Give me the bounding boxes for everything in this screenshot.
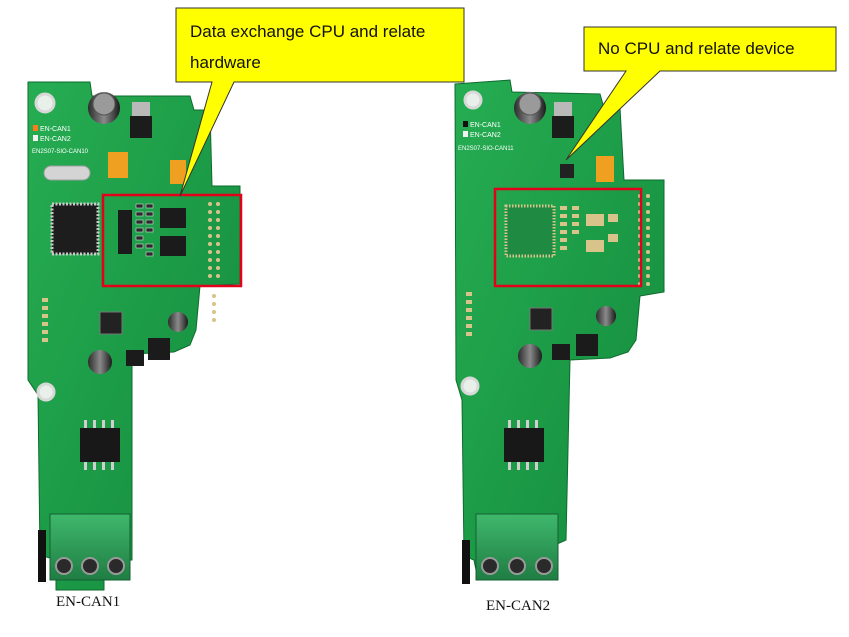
right-capacitor-low xyxy=(518,344,542,368)
right-small-chip xyxy=(560,164,574,178)
left-chip-a xyxy=(160,208,186,228)
left-tantalum-1 xyxy=(108,152,128,178)
left-silk-label-2: EN-CAN2 xyxy=(40,136,71,143)
left-header-pins xyxy=(208,202,220,322)
right-highlight-box xyxy=(493,187,643,288)
right-transistor xyxy=(552,344,570,360)
left-regulator xyxy=(130,116,152,138)
right-tantalum-1 xyxy=(596,156,614,182)
right-silk-part: EN2S07-SIO-CAN11 xyxy=(458,146,514,152)
right-regulator-tab xyxy=(554,102,572,116)
right-capacitor-mid xyxy=(596,306,616,326)
right-led-2 xyxy=(463,131,468,137)
right-terminal-screws xyxy=(481,557,553,575)
left-ground-clip xyxy=(38,530,46,582)
left-led-1 xyxy=(33,125,38,131)
left-transistor xyxy=(126,350,144,366)
right-inductor xyxy=(529,307,553,331)
right-board-caption: EN-CAN2 xyxy=(486,598,551,614)
right-dc-chip xyxy=(576,334,598,356)
left-smd-resistors xyxy=(135,203,154,257)
right-regulator xyxy=(552,116,574,138)
left-capacitor-top-cap xyxy=(92,92,116,116)
right-capacitor-top-cap xyxy=(518,92,542,116)
right-can-transceiver xyxy=(504,428,544,462)
left-board-caption: EN-CAN1 xyxy=(56,594,121,610)
left-led-2 xyxy=(33,135,38,141)
left-silk-label-1: EN-CAN1 xyxy=(40,126,71,133)
left-terminal-screws xyxy=(55,557,125,575)
right-board: EN-CAN1 EN-CAN2 EN2S07-SIO-CAN11 xyxy=(454,79,665,584)
left-cpu-chip xyxy=(50,202,100,256)
left-capacitor-mid xyxy=(168,312,188,332)
left-inductor xyxy=(99,311,123,335)
left-edge-pads xyxy=(42,298,48,342)
right-transceiver-pins xyxy=(508,420,538,470)
right-silk-label-2: EN-CAN2 xyxy=(470,132,501,139)
right-led-1 xyxy=(463,121,468,127)
right-edge-pads xyxy=(466,292,472,336)
left-chip-c xyxy=(118,210,132,254)
left-callout-bubble xyxy=(175,7,465,197)
left-mount-hole-mid xyxy=(36,382,56,402)
left-capacitor-low xyxy=(88,350,112,374)
left-transceiver-pins xyxy=(84,420,114,470)
left-tantalum-2 xyxy=(170,160,186,184)
left-callout-line-2: hardware xyxy=(190,53,261,72)
left-silk-part: EN2S07-SIO-CAN10 xyxy=(32,149,89,155)
left-chip-b xyxy=(160,236,186,256)
left-mount-hole-top xyxy=(34,92,56,114)
left-crystal xyxy=(43,165,91,181)
left-dc-chip xyxy=(148,338,170,360)
right-pcb-body xyxy=(454,79,665,581)
right-silk-label-1: EN-CAN1 xyxy=(470,122,501,129)
right-mount-hole-top xyxy=(463,90,483,110)
left-callout-line-1: Data exchange CPU and relate xyxy=(190,22,425,41)
right-empty-cpu-footprint xyxy=(504,204,556,258)
left-highlight-box xyxy=(101,193,243,288)
right-callout-bubble xyxy=(565,26,837,161)
left-board: EN-CAN1 EN-CAN2 EN2S07-SIO-CAN10 xyxy=(27,81,241,591)
right-callout-text: No CPU and relate device xyxy=(598,39,795,58)
left-regulator-tab xyxy=(132,102,150,116)
right-ground-clip xyxy=(462,540,470,584)
left-callout: Data exchange CPU and relate hardware xyxy=(175,7,465,197)
left-can-transceiver xyxy=(80,428,120,462)
right-empty-pads xyxy=(560,206,618,252)
right-mount-hole-mid xyxy=(460,376,480,396)
right-callout: No CPU and relate device xyxy=(565,26,837,161)
